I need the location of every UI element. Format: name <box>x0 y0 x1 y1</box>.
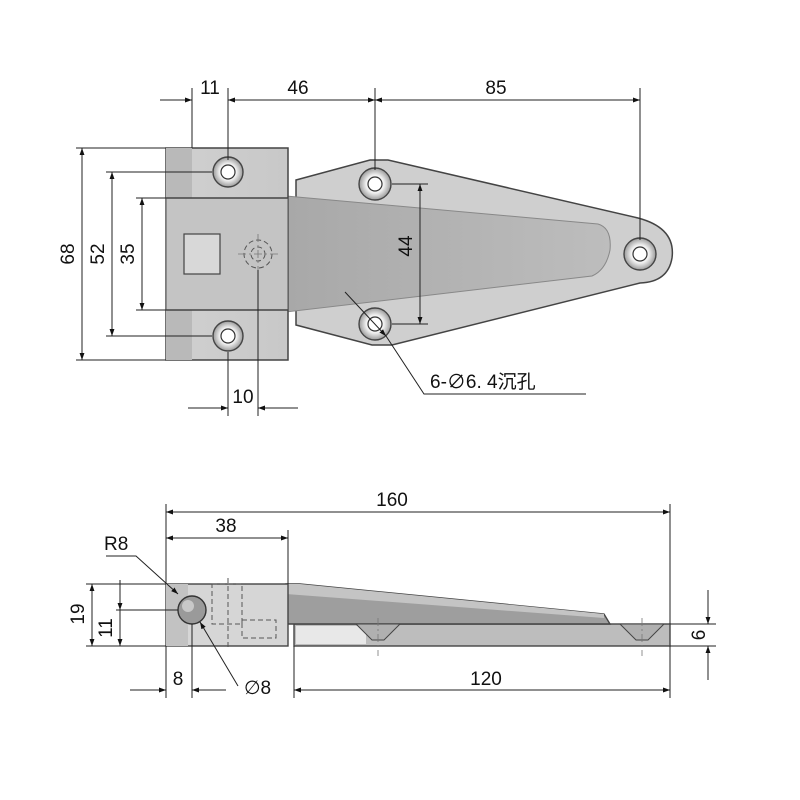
hole-callout: 6-∅6. 4沉孔 <box>430 371 536 393</box>
top-view: 11 46 85 68 52 35 44 10 6-∅6. 4沉孔 <box>58 78 674 416</box>
dim-label-38: 38 <box>215 516 236 537</box>
dim-label-160: 160 <box>376 490 408 511</box>
dim-label-8: 8 <box>173 669 184 690</box>
hole-leader-line <box>385 335 586 395</box>
dia8-leader <box>199 621 239 687</box>
dim-label-6: 6 <box>689 630 710 641</box>
r8-leader <box>106 555 179 595</box>
hole-top-left <box>212 156 244 188</box>
side-view: 160 38 R8 19 11 8 ∅8 120 6 <box>68 490 716 699</box>
hole-right-tip <box>623 237 657 271</box>
dim-label-44: 44 <box>396 235 417 257</box>
hole-bottom-left <box>212 320 244 352</box>
base-plate-highlight <box>296 626 366 644</box>
dim-label-46: 46 <box>287 78 308 99</box>
hole-top-middle <box>358 167 392 201</box>
dim-label-68: 68 <box>58 243 79 264</box>
dim-label-19: 19 <box>68 603 89 624</box>
tapered-strap <box>285 195 611 313</box>
hole-leader-arrow <box>344 291 387 337</box>
dim-label-52: 52 <box>88 243 109 264</box>
countersink-left <box>354 618 402 656</box>
countersink-right <box>618 618 666 656</box>
hinge-pin-highlight <box>182 600 194 612</box>
tapered-leaf-top-face <box>286 584 604 618</box>
dim-label-11-side: 11 <box>96 618 117 638</box>
dim-label-85: 85 <box>485 78 506 99</box>
dim-label-r8: R8 <box>104 534 128 555</box>
hidden-bore <box>241 619 277 639</box>
dim-label-11-top: 11 <box>200 78 220 99</box>
hidden-slot <box>211 583 243 625</box>
dim-label-10: 10 <box>232 387 253 408</box>
slot-cutout <box>183 233 221 275</box>
dim-label-dia8: ∅8 <box>244 678 271 699</box>
dim-label-35: 35 <box>118 243 139 264</box>
dim-label-120: 120 <box>470 669 502 690</box>
